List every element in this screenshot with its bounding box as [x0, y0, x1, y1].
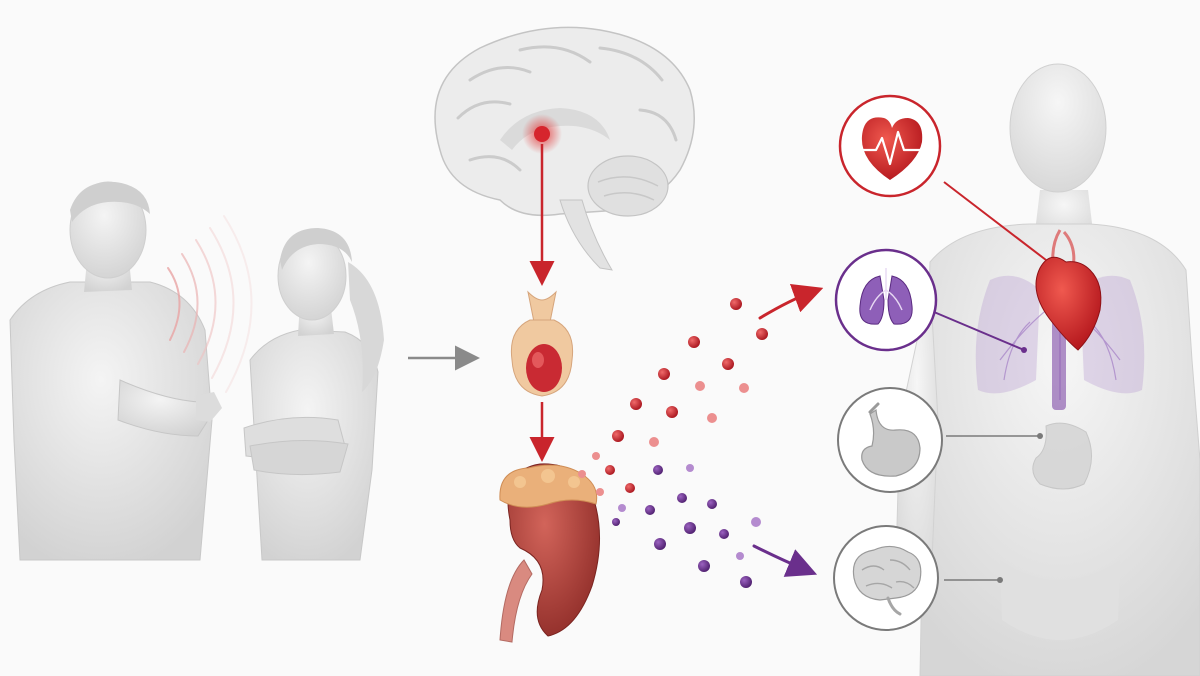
target-lungs [834, 248, 938, 352]
hormone-particles-red [578, 298, 768, 496]
woman-figure [243, 228, 384, 561]
hormone-particles-purple [612, 464, 761, 588]
brain-hypothalamus-icon [434, 26, 695, 271]
pituitary-gland-icon [510, 290, 574, 397]
hypothalamus-marker [534, 126, 550, 142]
shouting-waves-icon [167, 215, 253, 393]
stomach-icon [861, 402, 921, 477]
two-people-argument-icon [9, 181, 384, 561]
target-heart [838, 94, 942, 198]
red-release-arrow [758, 284, 824, 320]
target-stomach [837, 387, 943, 493]
adrenal-gland-kidney-icon [499, 463, 600, 643]
brain-icon [852, 545, 922, 616]
heart-rate-icon [858, 117, 924, 180]
lungs-icon [859, 268, 913, 325]
heart-callout-line [943, 181, 1047, 261]
man-figure [9, 181, 222, 561]
lungs-callout-line [933, 311, 1025, 351]
purple-release-arrow [752, 544, 818, 577]
target-brain [833, 525, 939, 631]
human-body-icon [895, 63, 1200, 676]
